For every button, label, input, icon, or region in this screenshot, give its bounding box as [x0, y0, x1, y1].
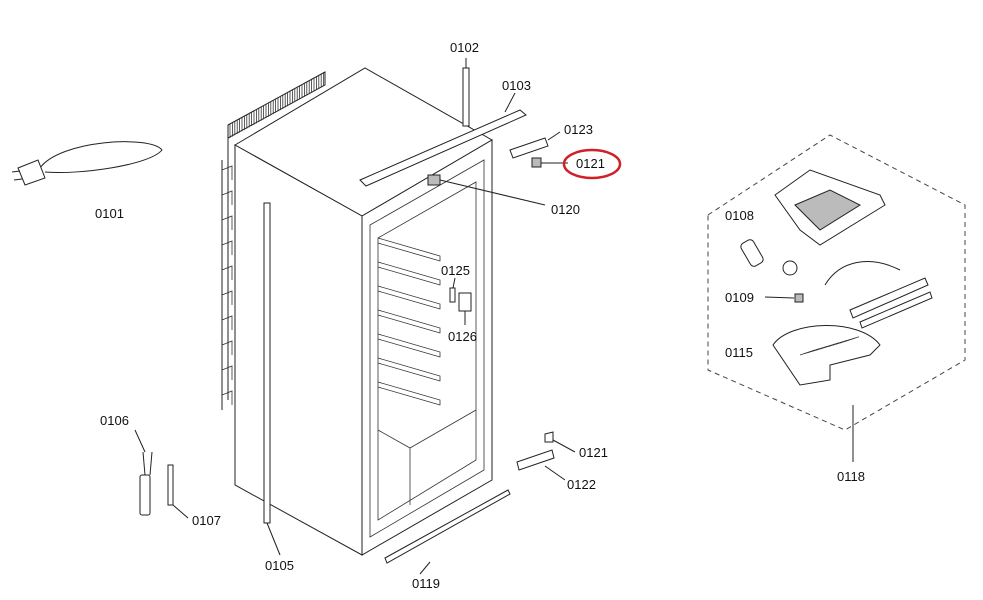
- label-0125: 0125: [441, 263, 470, 278]
- shelf-rail: [377, 285, 441, 310]
- condenser-tube: [221, 190, 233, 205]
- part-0105: [263, 202, 281, 556]
- condenser-tube: [221, 290, 233, 305]
- label-0103: 0103: [502, 78, 531, 93]
- part-0125: [449, 277, 456, 303]
- part-0120: [427, 174, 546, 206]
- shelf-rail: [377, 381, 441, 406]
- label-0120: 0120: [551, 202, 580, 217]
- part-0126: [458, 292, 472, 325]
- shelf-rail: [377, 309, 441, 334]
- condenser-tube: [221, 215, 233, 230]
- label-0102: 0102: [450, 40, 479, 55]
- part-0121-top: [531, 157, 568, 168]
- label-0121-top: 0121: [576, 156, 605, 171]
- condenser-tube: [221, 315, 233, 330]
- condenser-tube: [221, 390, 233, 405]
- highlight-ring: [562, 148, 622, 180]
- part-0102: [462, 58, 470, 127]
- label-0115: 0115: [725, 345, 753, 360]
- label-0105: 0105: [265, 558, 294, 573]
- label-0123: 0123: [564, 122, 593, 137]
- label-0122: 0122: [567, 477, 596, 492]
- label-0101: 0101: [95, 206, 124, 221]
- part-0106: [134, 429, 153, 516]
- part-0123: [509, 131, 561, 159]
- label-0119: 0119: [412, 576, 440, 591]
- shelf-rail: [377, 357, 441, 382]
- shelf-rail: [377, 237, 441, 262]
- part-0122: [516, 449, 566, 481]
- label-0126: 0126: [448, 329, 477, 344]
- part-0121-bottom: [544, 431, 576, 453]
- part-0119: [384, 489, 511, 575]
- part-0107: [167, 464, 189, 519]
- label-0121-bottom: 0121: [579, 445, 608, 460]
- shelf-rail: [377, 261, 441, 286]
- condenser-tube: [221, 165, 233, 180]
- condenser-tube: [221, 240, 233, 255]
- label-0109: 0109: [725, 290, 754, 305]
- part-0101-power-cord: [11, 141, 163, 186]
- vent-slot: [843, 336, 860, 343]
- condenser-tube: [221, 265, 233, 280]
- label-0108: 0108: [725, 208, 754, 223]
- part-0118-lamp-assembly: [707, 134, 966, 462]
- label-0107: 0107: [192, 513, 221, 528]
- label-0106: 0106: [100, 413, 129, 428]
- condenser-tube: [221, 340, 233, 355]
- condenser: [221, 71, 326, 410]
- label-0118: 0118: [837, 469, 865, 484]
- part-0103: [359, 92, 527, 187]
- shelf-rail: [377, 333, 441, 358]
- condenser-tube: [221, 365, 233, 380]
